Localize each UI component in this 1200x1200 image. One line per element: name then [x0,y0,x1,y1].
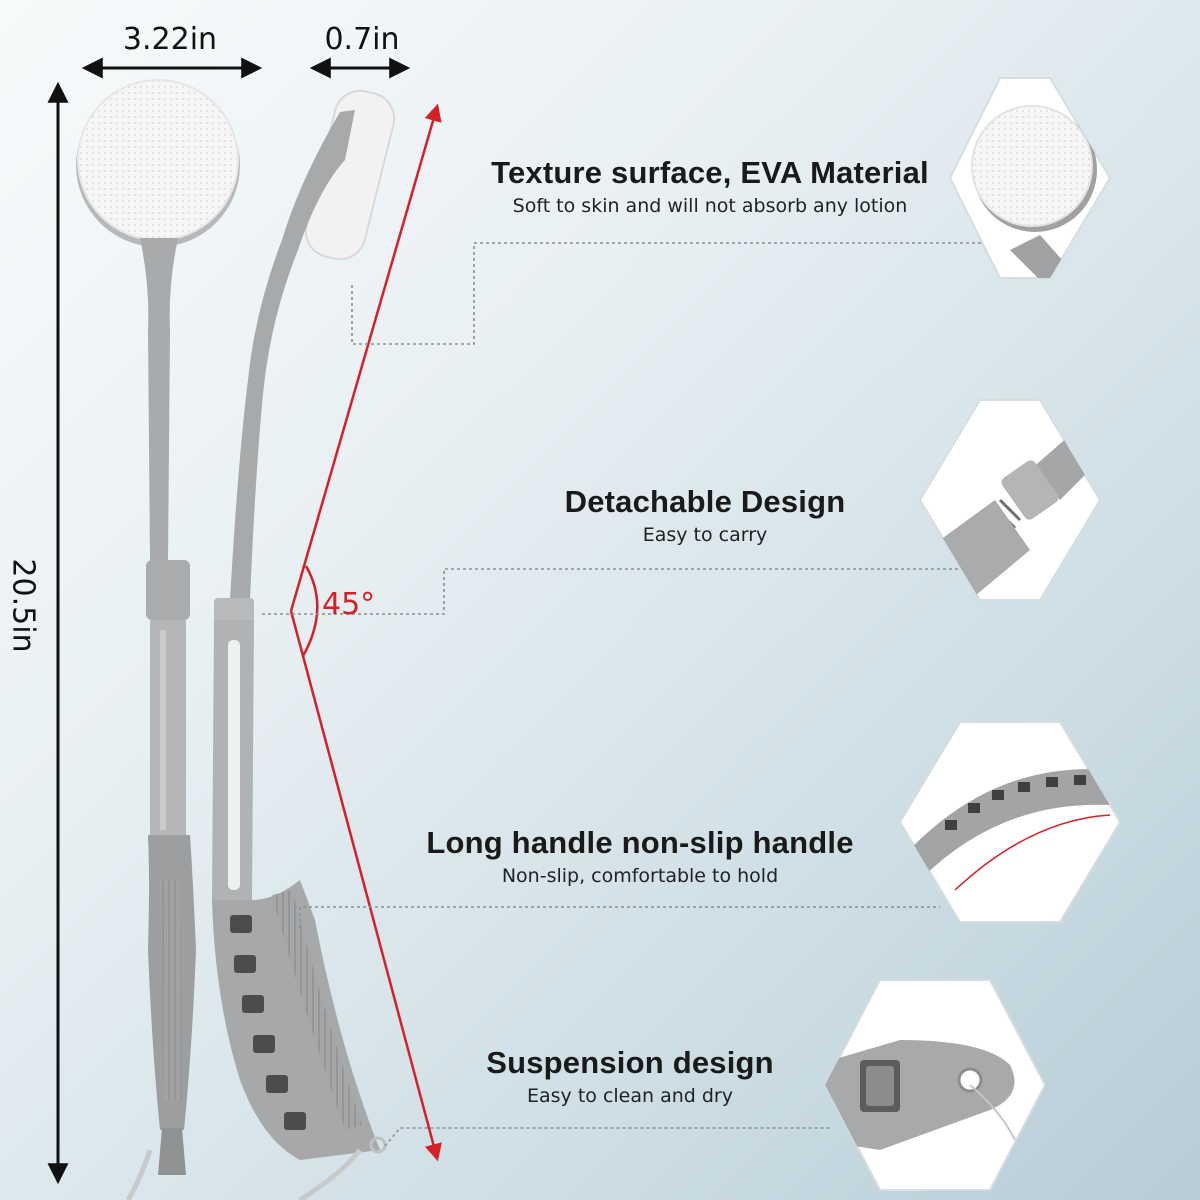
front-view-applicator [76,79,240,1200]
hexagon-suspension-hook [823,979,1047,1191]
angle-label: 45° [322,587,376,622]
head-thickness-label: 0.7in [324,22,400,57]
feature-subtitle: Soft to skin and will not absorb any lot… [512,195,908,217]
hexagon-eva-pad [948,77,1112,279]
angle-indicator [289,103,442,1162]
feature-long-handle: Long handle non-slip handle Non-slip, co… [420,825,860,887]
feature-subtitle: Easy to carry [642,524,768,546]
total-length-label: 20.5in [5,558,41,653]
feature-title: Texture surface, EVA Material [491,155,929,190]
feature-title: Suspension design [486,1045,774,1080]
feature-title: Detachable Design [564,484,846,519]
feature-suspension-design: Suspension design Easy to clean and dry [470,1045,790,1107]
feature-subtitle: Non-slip, comfortable to hold [501,865,779,887]
feature-subtitle: Easy to clean and dry [527,1085,733,1107]
feature-title: Long handle non-slip handle [426,825,854,860]
side-view-applicator [212,89,396,1200]
feature-detachable-design: Detachable Design Easy to carry [540,484,870,546]
leader-lines [262,242,985,1147]
hexagon-detachable-joint [918,399,1102,601]
hexagon-nonslip-handle [898,721,1122,923]
feature-texture-surface: Texture surface, EVA Material Soft to sk… [480,155,940,217]
head-width-label: 3.22in [122,22,218,57]
